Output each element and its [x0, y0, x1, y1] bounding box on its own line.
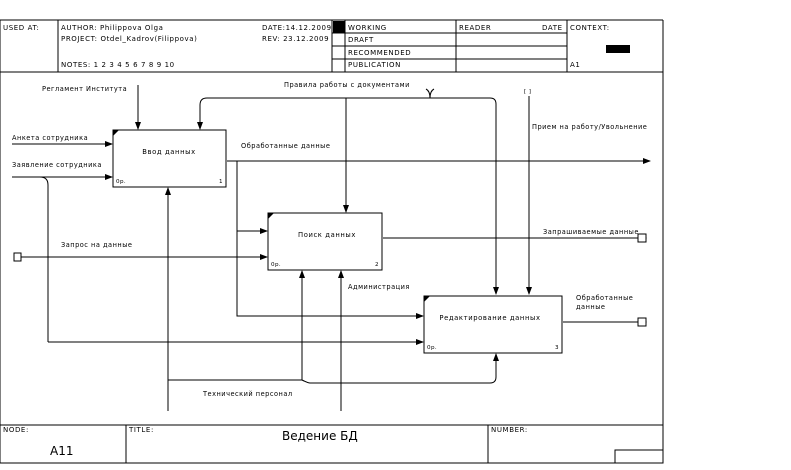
used-at-label: USED AT:	[3, 24, 40, 32]
label-obrabotannye-2-line1: Обработанные	[576, 294, 633, 302]
footer-frame	[0, 424, 664, 464]
tunnel-input-marker	[13, 252, 22, 262]
box-2-title: Поиск данных	[298, 231, 356, 239]
box-1-cost: 0р.	[116, 179, 126, 185]
box-1-title: Ввод данных	[142, 148, 195, 156]
header-frame	[0, 19, 664, 463]
label-anketa: Анкета сотрудника	[12, 134, 88, 142]
label-administraciya: Администрация	[348, 283, 410, 291]
node-label: NODE:	[3, 426, 29, 434]
rev-label: REV: 23.12.2009	[262, 35, 329, 43]
box-1-number: 1	[219, 179, 223, 185]
context-node-label: A1	[570, 61, 580, 69]
tunnel-output-marker-2	[637, 317, 647, 327]
arrow-pravila	[197, 88, 499, 295]
label-reglament: Регламент Института	[42, 85, 127, 93]
status-working: WORKING	[348, 24, 387, 32]
status-publication: PUBLICATION	[348, 61, 401, 69]
reader-date-label: DATE	[542, 24, 563, 32]
label-obrabotannye-1: Обработанные данные	[241, 142, 330, 150]
status-recommended: RECOMMENDED	[348, 49, 411, 57]
label-pravila: Правила работы с документами	[284, 81, 410, 89]
label-priem: Прием на работу/Увольнение	[532, 123, 647, 131]
title-label: TITLE:	[128, 426, 154, 434]
activity-box-2[interactable]: Поиск данных 0р. 2	[267, 212, 383, 271]
number-label: NUMBER:	[491, 426, 528, 434]
activity-box-1[interactable]: Ввод данных 0р. 1	[112, 129, 227, 188]
label-zapros: Запрос на данные	[61, 241, 132, 249]
status-draft: DRAFT	[348, 36, 374, 44]
arrow-zayavlenie	[12, 174, 424, 345]
box-3-cost: 0р.	[427, 345, 437, 351]
label-obrabotannye-2-line2: данные	[576, 303, 606, 311]
activity-box-3[interactable]: Редактирование данных 0р. 3	[423, 295, 563, 354]
label-tehnicheskiy: Технический персонал	[202, 390, 293, 398]
box-2-number: 2	[375, 262, 379, 268]
project-label: PROJECT: Otdel_Kadrov(Filippova)	[61, 35, 197, 43]
context-node-marker	[606, 45, 630, 53]
node-value: A11	[50, 444, 73, 458]
box-3-title: Редактирование данных	[439, 314, 540, 322]
arrow-tehnicheskiy	[165, 187, 499, 411]
working-status-marker	[333, 21, 345, 33]
label-zayavlenie: Заявление сотрудника	[12, 161, 102, 169]
box-2-cost: 0р.	[271, 262, 281, 268]
diagram-title: Ведение БД	[282, 429, 358, 443]
tunnel-control-marker: [ ]	[524, 89, 531, 95]
date-label: DATE:14.12.2009	[262, 24, 332, 32]
notes-label: NOTES: 1 2 3 4 5 6 7 8 9 10	[61, 61, 175, 69]
context-label: CONTEXT:	[570, 24, 610, 32]
label-zaprashivaemye: Запрашиваемые данные	[543, 228, 639, 236]
arrow-obrabotannye-1	[227, 158, 651, 319]
box-3-number: 3	[555, 345, 559, 351]
tunnel-output-marker-1	[637, 233, 647, 243]
reader-label: READER	[459, 24, 491, 32]
author-label: AUTHOR: Philippova Olga	[61, 24, 164, 32]
